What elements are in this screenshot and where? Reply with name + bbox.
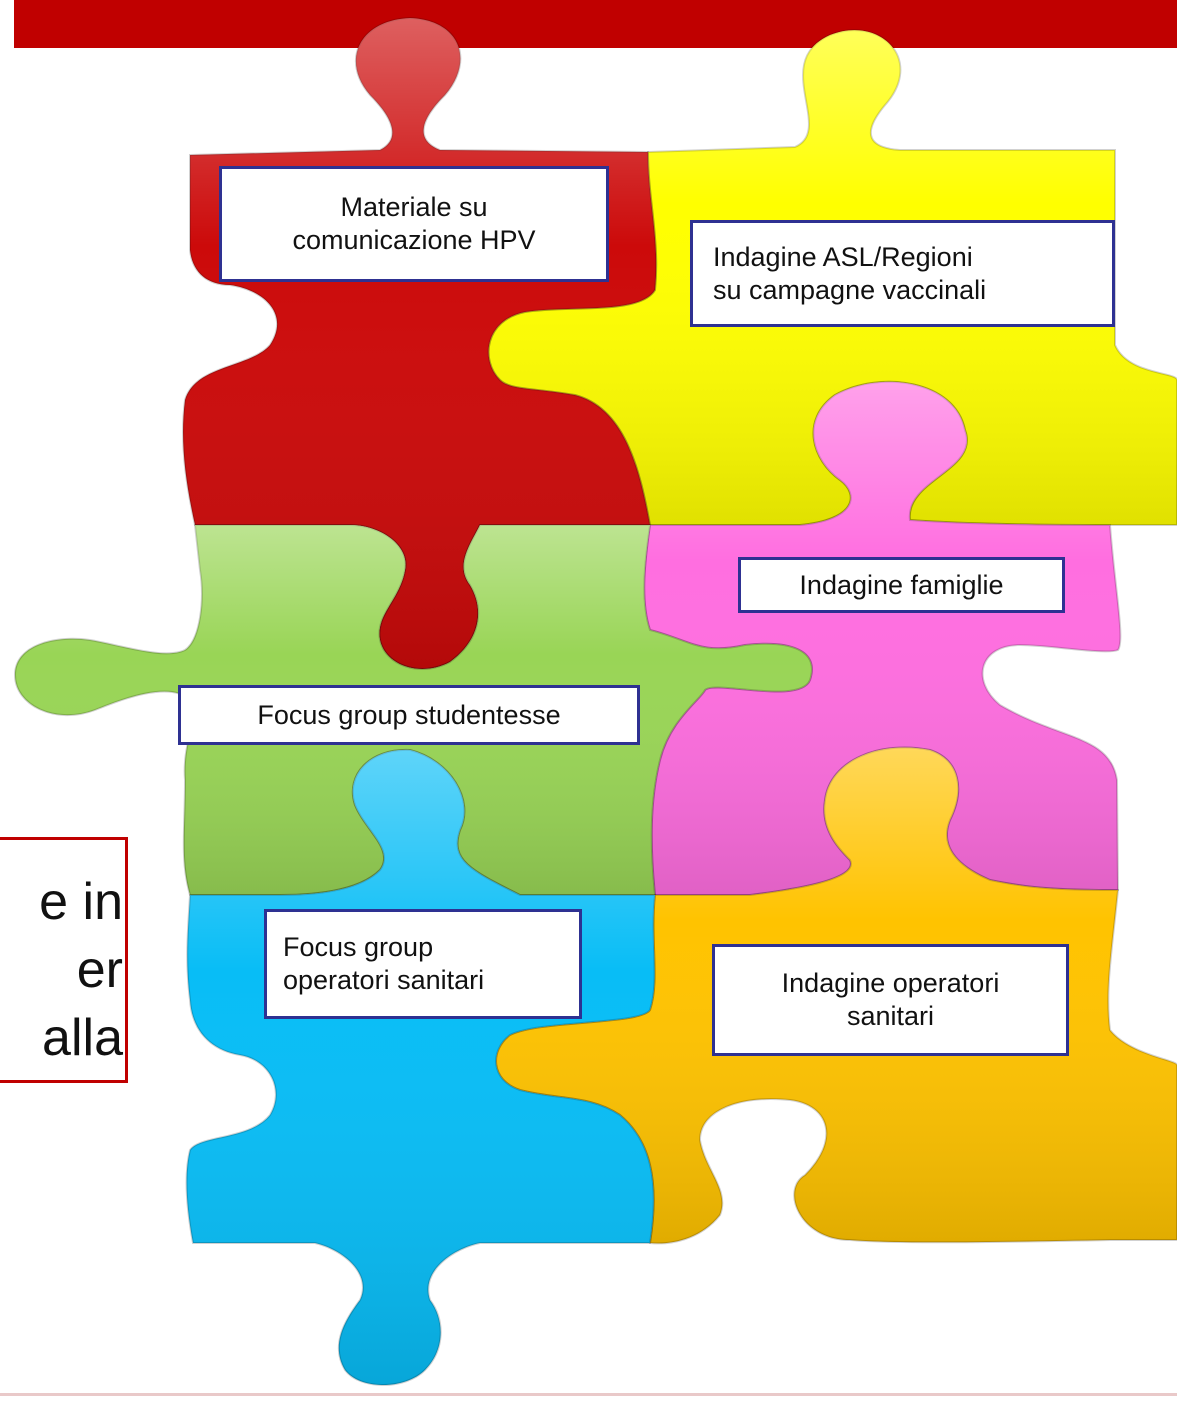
partial-text-box: e in er alla <box>0 837 128 1083</box>
label-blue-focus-operatori: Focus group operatori sanitari <box>264 909 582 1019</box>
footer-line <box>0 1393 1177 1396</box>
label-yellow-indagine-asl: Indagine ASL/Regioni su campagne vaccina… <box>690 220 1115 327</box>
partial-text-line-3: alla <box>42 1009 123 1067</box>
header-bar-notch <box>0 0 14 48</box>
label-pink-indagine-famiglie: Indagine famiglie <box>738 557 1065 613</box>
label-green-focus-studentesse: Focus group studentesse <box>178 685 640 745</box>
label-orange-indagine-operatori: Indagine operatori sanitari <box>712 944 1069 1056</box>
partial-text-line-2: er <box>76 941 123 999</box>
label-red-materiale-hpv: Materiale su comunicazione HPV <box>219 166 609 282</box>
